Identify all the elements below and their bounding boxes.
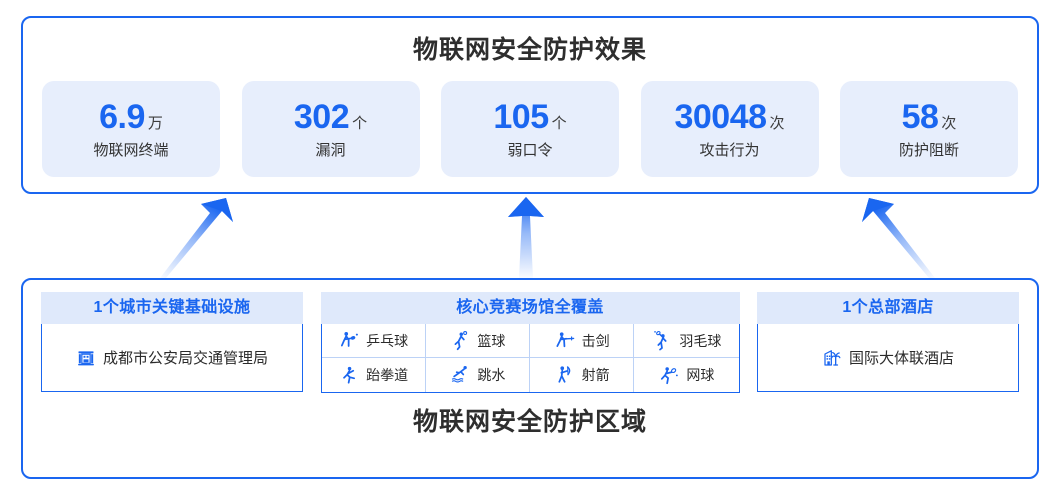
infrastructure-item-label: 成都市公安局交通管理局 <box>102 350 268 367</box>
stat-value: 58 次 <box>902 100 957 134</box>
venue-label: 乒乓球 <box>366 332 409 349</box>
stat-label: 防护阻断 <box>898 142 959 159</box>
venue-label: 网球 <box>686 367 715 383</box>
venue-cell-diving[interactable]: 跳水 <box>426 358 530 392</box>
basketball-icon <box>454 330 468 350</box>
stat-unit: 个 <box>352 115 368 132</box>
venue-cell-table-tennis[interactable]: 乒乓球 <box>321 324 426 358</box>
stat-card-attacks[interactable]: 30048 次 攻击行为 <box>640 81 819 177</box>
stat-number: 6.9 <box>99 98 145 136</box>
infrastructure-item[interactable]: 成都市公安局交通管理局 <box>41 324 303 392</box>
group-header-infrastructure: 1个城市关键基础设施 <box>41 292 303 324</box>
stat-number: 302 <box>293 98 350 136</box>
stat-card-vulnerabilities[interactable]: 302 个 漏洞 <box>241 81 420 177</box>
stat-label: 物联网终端 <box>93 142 169 159</box>
stat-number: 105 <box>493 98 549 136</box>
protection-area-panel: 1个城市关键基础设施 成都市公安局交通管理局 <box>21 278 1039 479</box>
stat-value: 302 个 <box>294 100 367 134</box>
stat-card-weak-passwords[interactable]: 105 个 弱口令 <box>441 81 619 177</box>
group-header-hotel: 1个总部酒店 <box>757 292 1019 324</box>
venue-cell-archery[interactable]: 射箭 <box>530 358 635 392</box>
venue-cell-tennis[interactable]: 网球 <box>634 358 738 392</box>
venue-grid: 乒乓球 篮球 <box>320 324 740 393</box>
arrow-up-icon <box>508 197 544 278</box>
venue-label: 篮球 <box>477 332 506 349</box>
security-effect-panel: 物联网安全防护效果 6.9 万 物联网终端 302 个 漏洞 105 <box>21 16 1039 194</box>
stat-label: 攻击行为 <box>699 142 760 159</box>
group-infrastructure: 1个城市关键基础设施 成都市公安局交通管理局 <box>41 292 303 393</box>
stat-value: 6.9 万 <box>99 100 163 134</box>
stat-card-row: 6.9 万 物联网终端 302 个 漏洞 105 个 弱口令 <box>23 67 1037 177</box>
fencing-icon <box>556 331 574 347</box>
diving-icon <box>452 366 468 383</box>
stat-unit: 万 <box>147 115 163 132</box>
page-title: 物联网安全防护效果 <box>412 36 647 64</box>
government-building-icon <box>78 350 94 365</box>
venue-cell-taekwondo[interactable]: 跆拳道 <box>322 358 426 392</box>
group-hotel: 1个总部酒店 国际大体联酒店 <box>757 292 1019 393</box>
group-venues: 核心竞赛场馆全覆盖 乒乓球 <box>320 292 740 393</box>
venue-label: 射箭 <box>581 367 610 383</box>
hotel-item[interactable]: 国际大体联酒店 <box>757 324 1019 392</box>
hotel-palm-icon <box>824 349 841 366</box>
stat-unit: 次 <box>941 115 957 132</box>
venue-label: 击剑 <box>581 332 610 349</box>
stat-label: 弱口令 <box>507 142 553 159</box>
venue-cell-basketball[interactable]: 篮球 <box>425 324 530 358</box>
stat-label: 漏洞 <box>315 142 346 159</box>
stat-unit: 个 <box>551 115 567 132</box>
arrow-up-right-icon <box>160 198 233 278</box>
stat-card-iot-terminals[interactable]: 6.9 万 物联网终端 <box>42 81 220 177</box>
stat-unit: 次 <box>769 115 785 132</box>
stat-number: 58 <box>901 98 939 136</box>
table-tennis-icon <box>341 331 359 347</box>
taekwondo-icon <box>343 366 356 384</box>
venue-cell-fencing[interactable]: 击剑 <box>530 324 635 358</box>
archery-icon <box>558 366 570 383</box>
arrow-up-left-icon <box>862 198 935 278</box>
stat-value: 105 个 <box>493 100 566 134</box>
badminton-icon <box>654 330 667 350</box>
stat-number: 30048 <box>674 98 767 136</box>
venue-label: 羽毛球 <box>679 332 722 349</box>
stat-card-blocks[interactable]: 58 次 防护阻断 <box>840 81 1018 177</box>
venue-label: 跳水 <box>477 367 506 383</box>
tennis-icon <box>661 367 679 385</box>
bottom-section-title: 物联网安全防护区域 <box>412 408 647 436</box>
venue-label: 跆拳道 <box>366 367 409 383</box>
hotel-item-label: 国际大体联酒店 <box>848 350 954 367</box>
venue-cell-badminton[interactable]: 羽毛球 <box>634 324 739 358</box>
group-header-venues: 核心竞赛场馆全覆盖 <box>320 292 740 324</box>
sub-panel-row: 1个城市关键基础设施 成都市公安局交通管理局 <box>23 280 1037 393</box>
stat-value: 30048 次 <box>674 100 784 134</box>
